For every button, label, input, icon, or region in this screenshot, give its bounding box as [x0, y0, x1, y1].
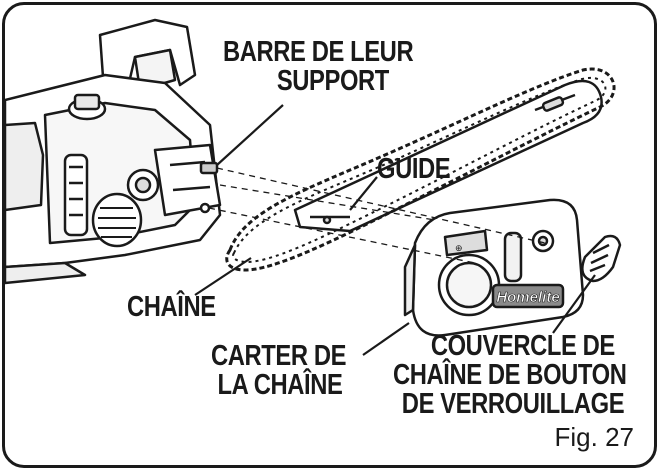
label-lock-knob-cover-line-2: CHAÎNE DE BOUTON: [393, 359, 627, 391]
label-lock-knob-cover-line-1: COUVERCLE DE: [430, 330, 615, 362]
saw-chain: [225, 67, 616, 272]
label-lock-knob-cover: COUVERCLE DE CHAÎNE DE BOUTON DE VERROUI…: [393, 330, 627, 420]
assembly-guide-lines: [208, 167, 546, 264]
label-chain: CHAÎNE: [127, 291, 216, 323]
figure-frame: ⊕ Homelite: [2, 2, 657, 468]
chain-cover: ⊕ Homelite: [403, 198, 585, 337]
label-chain-cover-line-1: CARTER DE: [211, 340, 347, 372]
figure-number: Fig. 27: [554, 422, 635, 452]
chainsaw-body: [5, 18, 222, 285]
label-bar-support-line-2: SUPPORT: [276, 65, 389, 97]
label-chain-cover: CARTER DE LA CHAÎNE: [211, 342, 346, 400]
svg-text:⊕: ⊕: [455, 243, 463, 253]
lock-knob-cover: [581, 234, 622, 283]
label-guide: GUIDE: [377, 153, 451, 185]
label-bar-support: BARRE DE LEUR SUPPORT: [223, 36, 414, 97]
homelite-brand-mark: Homelite: [496, 289, 559, 306]
label-bar-support-line-1: BARRE DE LEUR: [223, 36, 414, 68]
chainsaw-exploded-illustration: ⊕ Homelite: [5, 18, 622, 356]
leader-lines: [194, 104, 596, 356]
guide-bar: [293, 79, 603, 233]
label-chain-cover-line-2: LA CHAÎNE: [217, 369, 343, 401]
label-lock-knob-cover-line-3: DE VERROUILLAGE: [401, 388, 625, 420]
